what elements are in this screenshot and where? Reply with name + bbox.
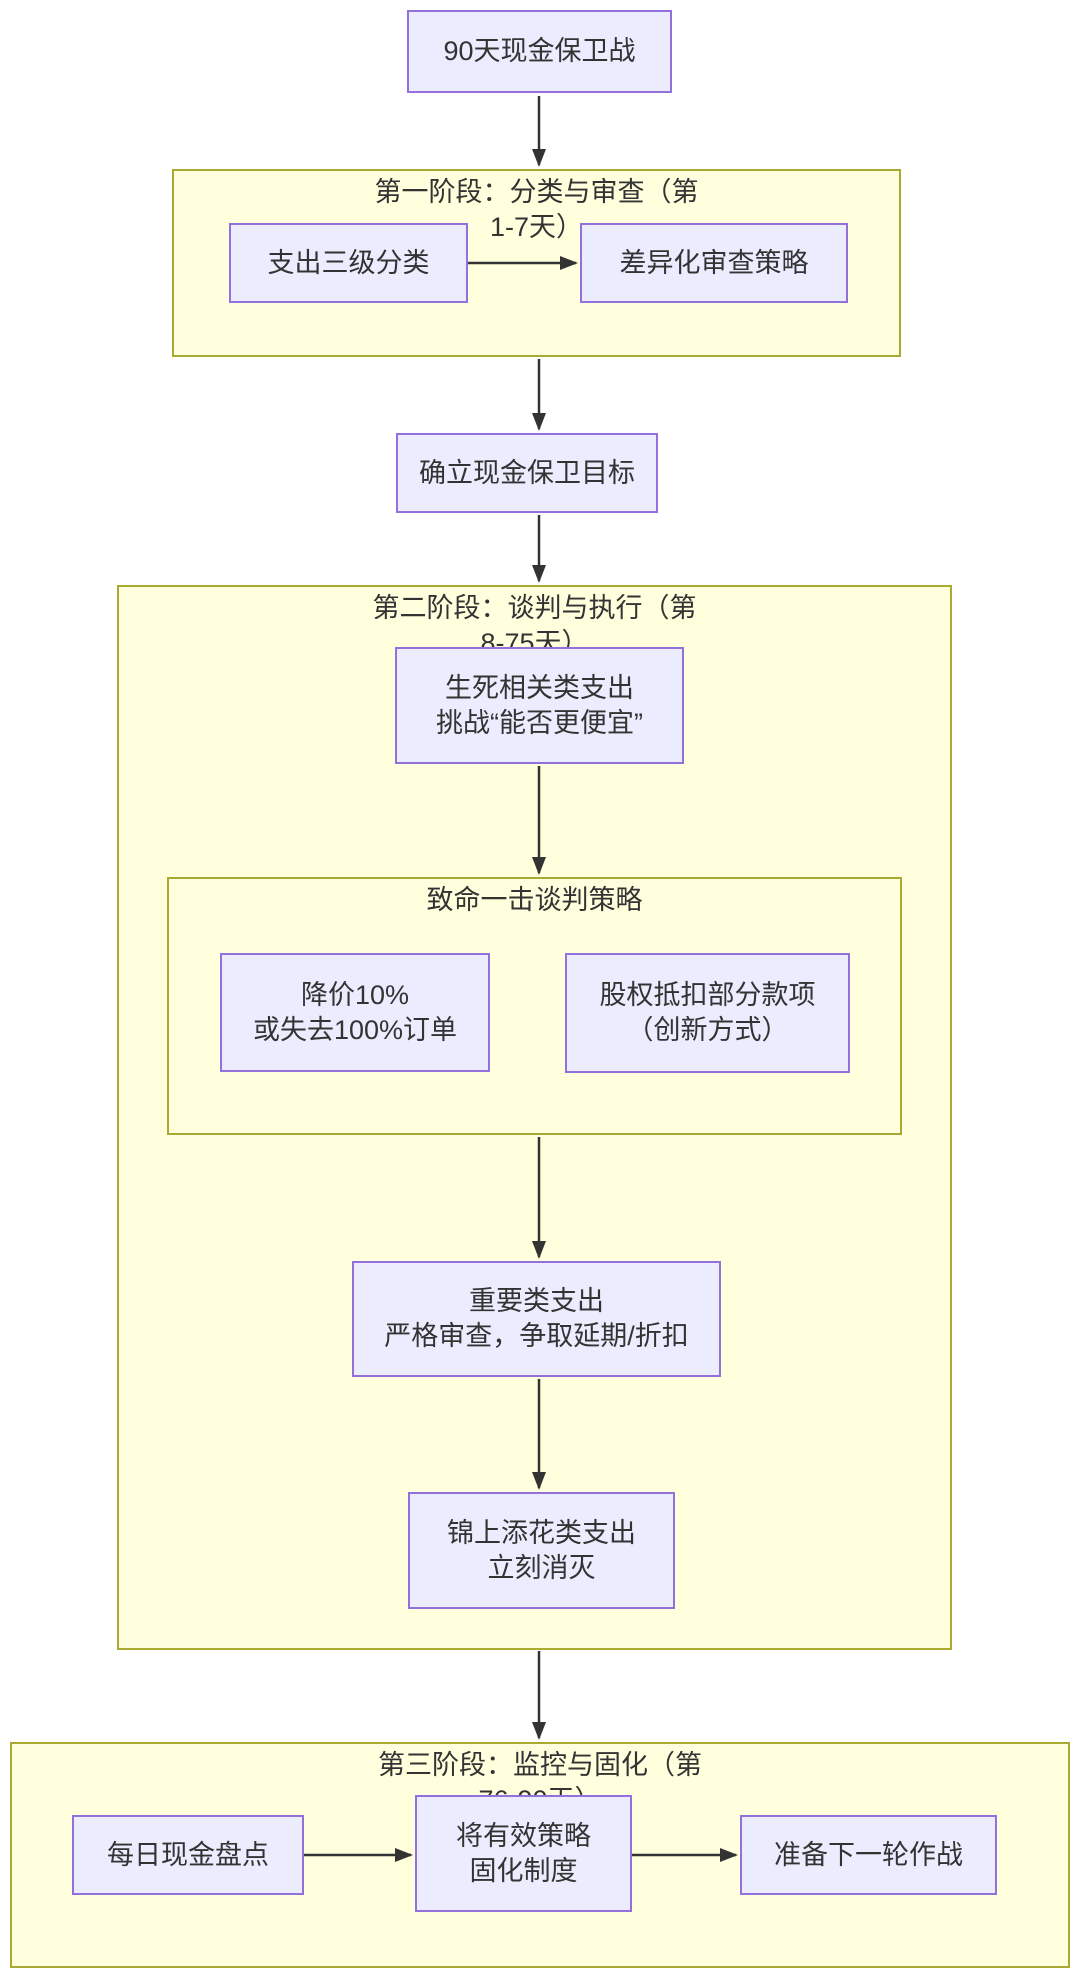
node-90day-battle: 90天现金保卫战	[407, 10, 672, 93]
phase1-title: 第一阶段：分类与审查（第 1-7天）	[374, 177, 699, 242]
node-price-cut: 降价10% 或失去100%订单	[220, 953, 490, 1072]
node-equity-offset: 股权抵扣部分款项 （创新方式）	[565, 953, 850, 1073]
node-life-death-expense: 生死相关类支出 挑战“能否更便宜”	[395, 647, 684, 764]
node-next-battle: 准备下一轮作战	[740, 1815, 997, 1895]
node-important-expense: 重要类支出 严格审查，争取延期/折扣	[352, 1261, 721, 1377]
node-expense-classification: 支出三级分类	[229, 223, 468, 303]
node-cash-defense-goal: 确立现金保卫目标	[396, 433, 658, 513]
node-solidify-strategy: 将有效策略 固化制度	[415, 1795, 632, 1912]
node-differentiated-review: 差异化审查策略	[580, 223, 848, 303]
node-daily-cash-check: 每日现金盘点	[72, 1815, 304, 1895]
node-nice-to-have-expense: 锦上添花类支出 立刻消灭	[408, 1492, 675, 1609]
fatal-strike-title: 致命一击谈判策略	[426, 885, 643, 915]
